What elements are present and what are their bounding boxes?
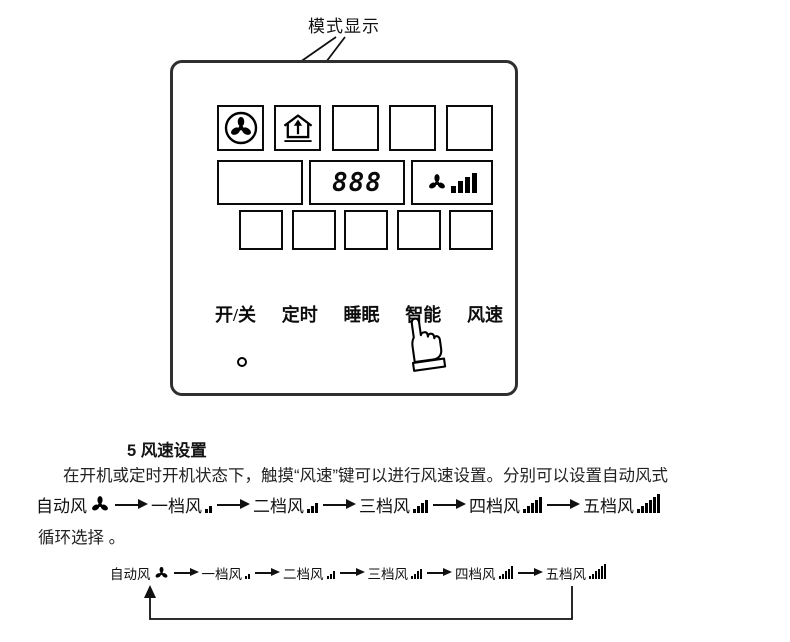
fan-step-label: 五档风 [545, 567, 587, 582]
display-row-bottom [239, 210, 493, 250]
display-cell-empty [291, 210, 336, 250]
fan-step-label: 三档风 [367, 567, 409, 582]
ventilation-mode-icon [283, 114, 313, 142]
fan-step-label: 五档风 [583, 497, 634, 516]
fan-icon [90, 495, 110, 515]
display-cell-empty [388, 105, 436, 151]
arrow-right-icon [339, 567, 365, 576]
mode-display-label: 模式显示 [308, 17, 380, 36]
fan-level-bars-icon [411, 569, 422, 579]
arrow-right-icon [323, 498, 356, 509]
fan-speed-cycle-diagram: 自动风 一档风 二档风 三档风 四档风 五档风 [110, 563, 606, 583]
auto-mode-icon [224, 111, 257, 145]
fan-speed-sequence: 自动风 一档风 二档风 三档风 四档风 五档风 [36, 492, 660, 517]
fan-level-bars-icon [413, 500, 428, 513]
timer-key-label: 定时 [281, 305, 318, 325]
auto-fan-label: 自动风 [36, 497, 87, 516]
seven-segment-digits: 888 [332, 167, 382, 198]
arrow-right-icon [255, 567, 280, 576]
cycle-loop-line [149, 586, 573, 620]
arrow-right-icon [173, 567, 199, 576]
display-cell-empty [396, 210, 441, 250]
display-cell-empty [217, 160, 303, 205]
display-cell-empty [449, 210, 493, 250]
fan-step-label: 二档风 [283, 567, 324, 582]
hand-pointer-icon [388, 308, 451, 386]
display-cell-empty [239, 210, 283, 250]
fan-level-bars-icon [498, 566, 513, 579]
fan-step-label: 四档风 [455, 567, 496, 582]
fan-step-label: 一档风 [151, 497, 202, 516]
controller-panel: 888 开/关 定时 睡眠 智能 风速 [170, 60, 518, 396]
power-key-label: 开/关 [215, 305, 257, 325]
display-cell-empty [331, 105, 379, 151]
indicator-dot [237, 357, 247, 367]
cycle-loop-arrow-icon [144, 585, 156, 598]
fan-level-bars-icon [326, 571, 335, 579]
display-row-modes [217, 105, 493, 151]
arrow-right-icon [433, 498, 466, 509]
auto-fan-label: 自动风 [110, 567, 151, 582]
display-cell-ventilation-mode [274, 105, 322, 151]
display-cell-empty [446, 105, 493, 151]
arrow-right-icon [547, 498, 580, 509]
section-body-text: 在开机或定时开机状态下，触摸“风速”键可以进行风速设置。分别可以设置自动风式 [63, 467, 668, 485]
fan-speed-display [411, 160, 493, 205]
section-heading: 5 风速设置 [127, 442, 207, 460]
fan-level-bars-icon [523, 497, 542, 513]
fan-level-bars-icon [307, 503, 318, 513]
arrow-right-icon [427, 567, 452, 576]
fan-level-bars-icon [637, 494, 660, 513]
fan-step-label: 一档风 [201, 567, 243, 582]
fan-speed-bars-icon [451, 172, 477, 193]
sleep-key-label: 睡眠 [343, 305, 380, 325]
section-tail-text: 循环选择 。 [38, 529, 126, 547]
touch-key-row: 开/关 定时 睡眠 智能 风速 [215, 301, 503, 327]
fan-step-label: 三档风 [359, 497, 410, 516]
arrow-right-icon [217, 498, 250, 509]
fan-level-bars-icon [205, 506, 212, 513]
fan-step-label: 二档风 [253, 497, 304, 516]
fan-level-bars-icon [245, 574, 250, 579]
fan-speed-key-label: 风速 [466, 305, 503, 325]
fan-level-bars-icon [589, 564, 606, 579]
fan-step-label: 四档风 [469, 497, 520, 516]
display-cell-empty [344, 210, 388, 250]
arrow-right-icon [517, 567, 543, 576]
display-row-readout: 888 [217, 160, 493, 205]
temperature-display: 888 [309, 160, 405, 205]
display-cell-auto-mode [217, 105, 264, 151]
fan-icon [154, 566, 169, 581]
fan-icon [427, 173, 447, 193]
arrow-right-icon [115, 498, 148, 509]
